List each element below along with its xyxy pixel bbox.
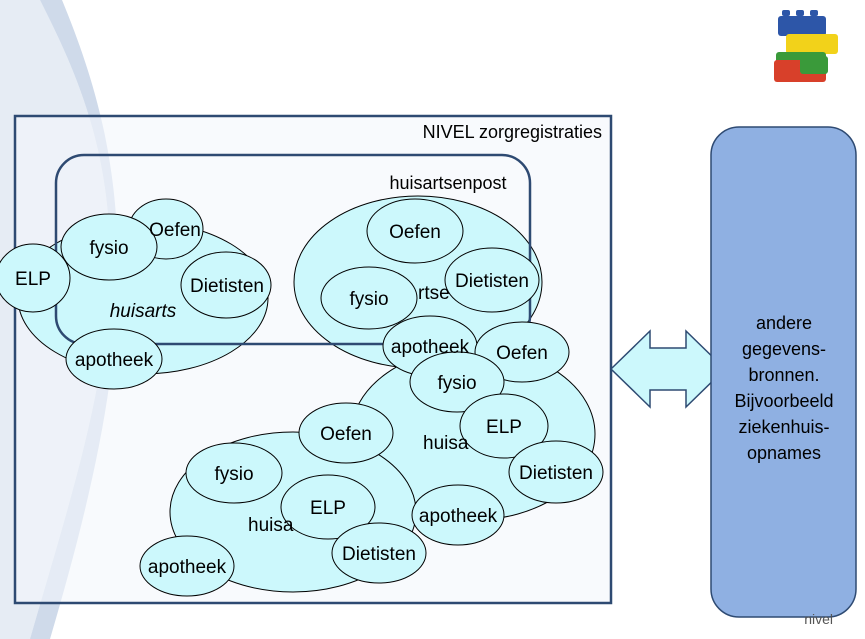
node-fysio-2 xyxy=(409,351,505,413)
node-oefen-2-label: Oefen xyxy=(496,343,548,364)
side-line-4: Bijvoorbeeld xyxy=(734,391,834,411)
node-apotheek-3 xyxy=(139,535,235,597)
node-fysio-1-label: fysio xyxy=(89,238,128,259)
node-oefen-1-label: Oefen xyxy=(149,220,201,241)
node-elp-1-label: ELP xyxy=(15,269,51,290)
node-dietisten-2 xyxy=(508,440,604,504)
huisarts-label-2: huisa xyxy=(423,433,469,454)
side-line-5: ziekenhuis- xyxy=(738,417,830,437)
logo-text: nivel xyxy=(804,611,833,627)
node-apotheek-2-label: apotheek xyxy=(419,506,498,527)
node-elp-2-label: ELP xyxy=(486,417,522,438)
node-apotheek-1 xyxy=(65,328,163,390)
node-dietisten-1 xyxy=(180,251,272,319)
other-sources-text: andere gegevens- bronnen. Bijvoorbeeld z… xyxy=(712,310,856,466)
side-line-6: opnames xyxy=(746,443,822,463)
node-fysio-1 xyxy=(60,213,158,281)
node-oefen-post-label: Oefen xyxy=(389,222,441,243)
node-dietisten-post-label: Dietisten xyxy=(455,271,529,292)
huisarts-label-1: huisarts xyxy=(110,301,177,322)
node-elp-2 xyxy=(459,393,549,459)
side-line-3: bronnen. xyxy=(748,365,820,385)
node-oefen-post xyxy=(366,198,464,264)
huisarts-label-3: huisa xyxy=(248,515,294,536)
node-fysio-post xyxy=(320,266,418,330)
double-arrow-icon xyxy=(609,329,727,409)
node-apotheek-2 xyxy=(411,484,505,546)
post-box-label: huisartsenpost xyxy=(389,173,506,193)
logo-blocks-icon xyxy=(774,10,838,82)
side-line-2: gegevens- xyxy=(741,339,827,359)
node-dietisten-3-label: Dietisten xyxy=(342,544,416,565)
node-elp-1 xyxy=(0,243,71,313)
node-fysio-2-label: fysio xyxy=(437,373,476,394)
other-sources-box xyxy=(710,126,857,618)
node-fysio-3-label: fysio xyxy=(214,464,253,485)
side-line-1: andere xyxy=(755,313,813,333)
node-dietisten-2-label: Dietisten xyxy=(519,463,593,484)
post-partial-label: rtse xyxy=(418,283,450,304)
huisartsenpost-box xyxy=(54,153,532,346)
node-apotheek-post-label: apotheek xyxy=(391,337,470,358)
node-dietisten-post xyxy=(444,247,540,313)
node-apotheek-3-label: apotheek xyxy=(148,557,227,578)
node-apotheek-1-label: apotheek xyxy=(75,350,154,371)
node-oefen-3 xyxy=(298,402,394,464)
node-elp-3 xyxy=(280,474,376,540)
frame-title: NIVEL zorgregistraties xyxy=(423,122,602,142)
node-oefen-3-label: Oefen xyxy=(320,424,372,445)
node-dietisten-1-label: Dietisten xyxy=(190,276,264,297)
node-fysio-post-label: fysio xyxy=(349,289,388,310)
node-fysio-3 xyxy=(185,442,283,504)
node-dietisten-3 xyxy=(331,522,427,584)
node-elp-3-label: ELP xyxy=(310,498,346,519)
